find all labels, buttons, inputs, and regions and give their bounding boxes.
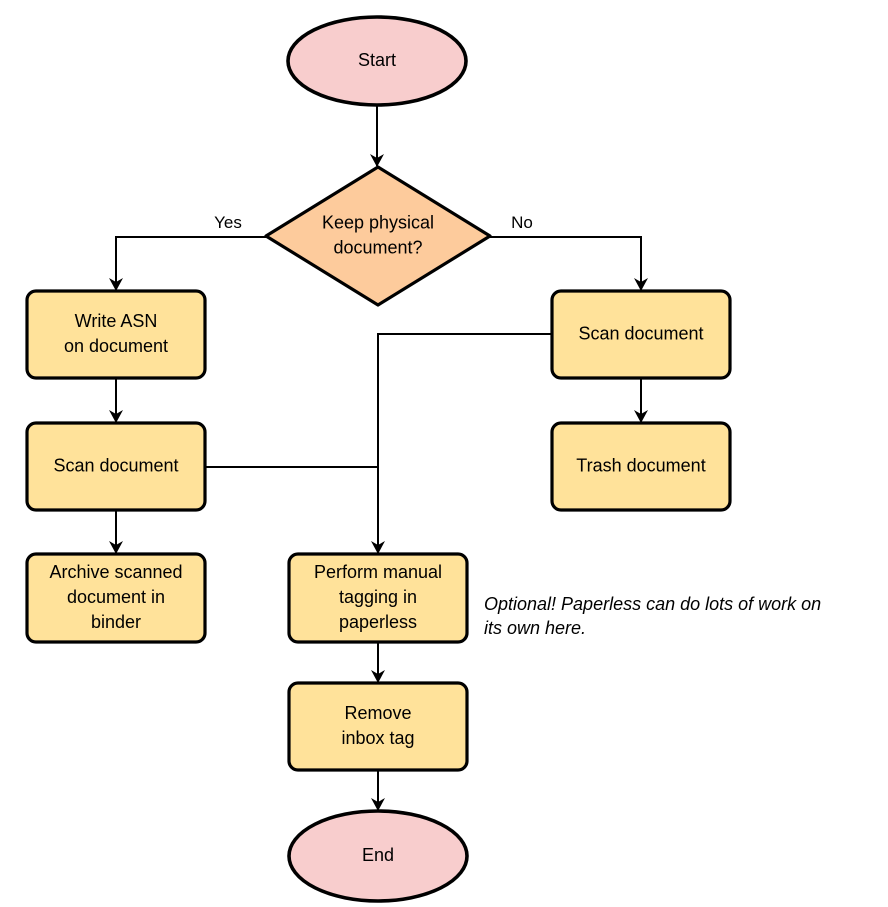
edge-tagging-to-remove-tag: [371, 642, 385, 683]
process-shape[interactable]: [287, 552, 469, 644]
edge-line: [377, 333, 552, 553]
edge-line: [490, 236, 642, 290]
node-label: Trash document: [576, 455, 705, 475]
node-label: End: [362, 845, 394, 865]
arrowhead-icon: [371, 670, 385, 683]
annotations-layer: Optional! Paperless can do lots of work …: [484, 594, 821, 638]
arrowhead-icon: [371, 541, 385, 554]
arrowhead-icon: [634, 278, 648, 291]
process-shape[interactable]: [25, 289, 207, 380]
arrowhead-icon: [371, 798, 385, 811]
process-shape[interactable]: [25, 552, 207, 644]
arrowhead-icon: [109, 541, 123, 554]
arrowhead-icon: [370, 154, 384, 167]
edges-layer: Yes No: [109, 105, 648, 811]
process-shape[interactable]: [287, 681, 469, 772]
node-end[interactable]: End: [287, 809, 469, 903]
edge-label: Yes: [214, 213, 242, 232]
arrowhead-icon: [109, 278, 123, 291]
node-label: Start: [358, 50, 396, 70]
edge-remove-tag-to-end: [371, 770, 385, 811]
edge-scan-right-to-trash: [634, 378, 648, 423]
arrowhead-icon: [109, 410, 123, 423]
terminator-shape[interactable]: [286, 15, 468, 107]
node-label: Scan document: [53, 455, 178, 475]
edge-label: No: [511, 213, 533, 232]
annotation-optional-note: Optional! Paperless can do lots of work …: [484, 594, 821, 638]
node-label: Scan document: [578, 323, 703, 343]
edge-line: [115, 236, 266, 290]
edge-decision-yes: Yes: [109, 213, 266, 291]
arrowhead-icon: [634, 410, 648, 423]
terminator-shape[interactable]: [287, 809, 469, 903]
node-scan-document-right[interactable]: Scan document: [550, 289, 732, 380]
edge-write-asn-to-scan: [109, 378, 123, 423]
decision-shape[interactable]: [264, 165, 492, 307]
edge-decision-no: No: [490, 213, 648, 291]
process-shape[interactable]: [550, 421, 732, 512]
node-start[interactable]: Start: [286, 15, 468, 107]
process-shape[interactable]: [550, 289, 732, 380]
node-trash-document[interactable]: Trash document: [550, 421, 732, 512]
process-shape[interactable]: [25, 421, 207, 512]
edge-scan-left-to-archive: [109, 510, 123, 554]
edge-start-to-decision: [370, 105, 384, 167]
edge-scan-right-to-tagging: [371, 333, 552, 554]
node-scan-document-left[interactable]: Scan document: [25, 421, 207, 512]
